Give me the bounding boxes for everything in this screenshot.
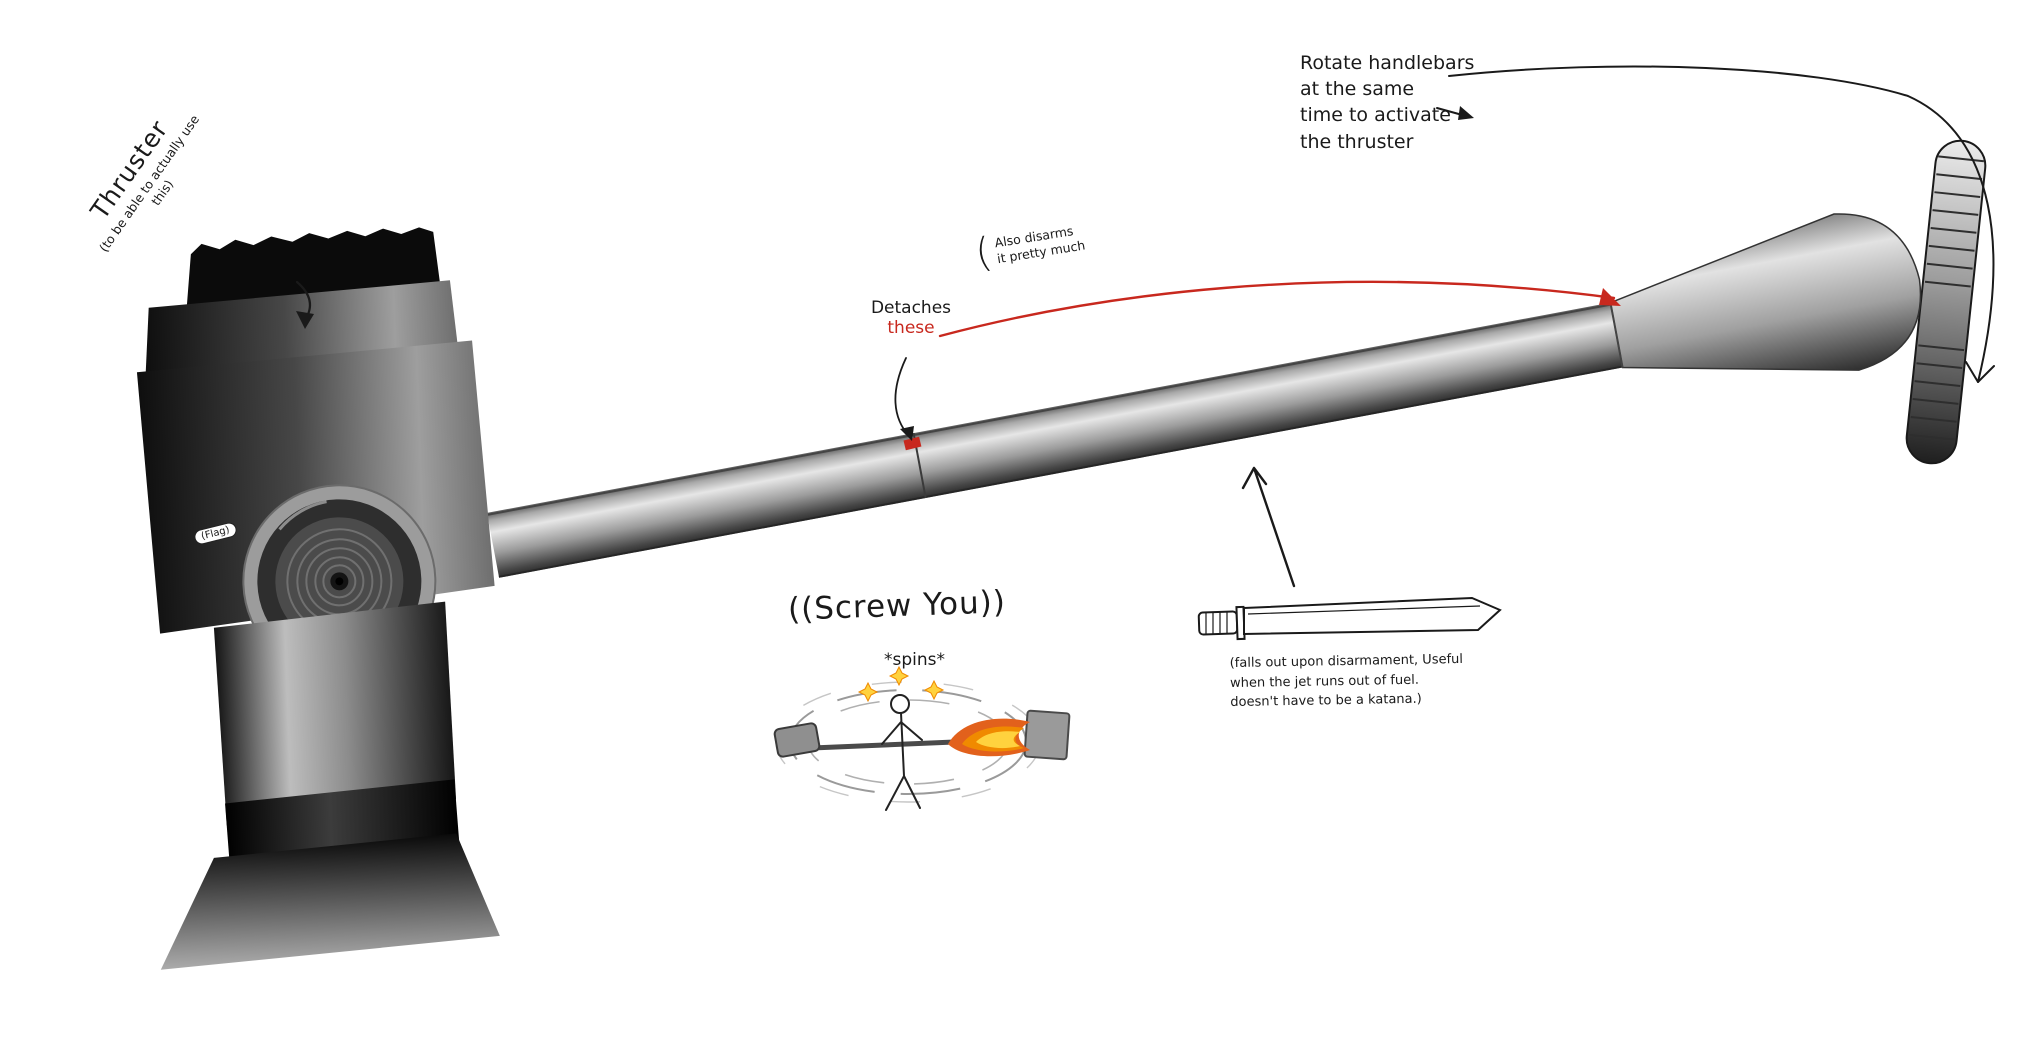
head-flared-foot xyxy=(160,833,500,970)
rotate-handlebars-line2: at the same xyxy=(1300,78,1415,101)
mini-hammer-head xyxy=(773,722,821,758)
mini-thruster-block xyxy=(1023,709,1071,761)
thruster-arrowhead xyxy=(296,311,314,329)
screw-you-note: ((Screw You)) xyxy=(787,584,1007,628)
katana-note-line3: doesn't have to be a katana.) xyxy=(1230,691,1422,711)
detaches-note: Detaches these xyxy=(856,298,966,338)
grip-ribs xyxy=(1908,155,1985,441)
red-detach-mark xyxy=(903,436,922,451)
katana-grip xyxy=(1197,610,1239,636)
handle-shaft xyxy=(486,213,1922,578)
stick-figure xyxy=(881,694,923,811)
cone-seam xyxy=(1609,302,1624,368)
katana-spine xyxy=(1247,605,1481,615)
thruster-flame xyxy=(948,718,1030,757)
spins-note: *spins* xyxy=(884,650,946,670)
handlebar-bracket-arrowhead xyxy=(1965,361,1995,383)
annotation-arrows xyxy=(295,65,1995,588)
rotate-handlebars-note: Rotate handlebars at the same time to ac… xyxy=(1300,50,1474,155)
rotate-handlebars-line1: Rotate handlebars xyxy=(1300,52,1475,74)
hammer-head xyxy=(136,227,500,970)
rotate-handlebars-line3: time to activate xyxy=(1300,104,1451,127)
rotate-handlebars-line4: the thruster xyxy=(1300,130,1414,153)
katana-sketch xyxy=(1197,596,1502,641)
handlebar-bracket-line xyxy=(1448,65,1995,383)
katana-note-line1: (falls out upon disarmament, Useful xyxy=(1229,651,1464,672)
detaches-note-line1: Detaches xyxy=(870,298,952,318)
katana-note: (falls out upon disarmament, Useful when… xyxy=(1230,650,1464,713)
katana-grip-ribs xyxy=(1205,611,1228,634)
detaches-note-line2: these xyxy=(887,318,935,338)
katana-blade xyxy=(1243,596,1502,636)
detaches-drop-arrow xyxy=(894,357,910,437)
handle-cone xyxy=(1609,213,1922,371)
spin-doodle xyxy=(773,665,1071,811)
spark-stars xyxy=(857,665,945,703)
katana-pointer-arrow xyxy=(1241,466,1296,588)
detaches-drop-arrowhead xyxy=(900,426,914,441)
red-detach-arrow xyxy=(938,280,1621,338)
handlebar-short-arrowhead xyxy=(1458,106,1474,120)
head-lower-cylinder xyxy=(213,601,457,826)
